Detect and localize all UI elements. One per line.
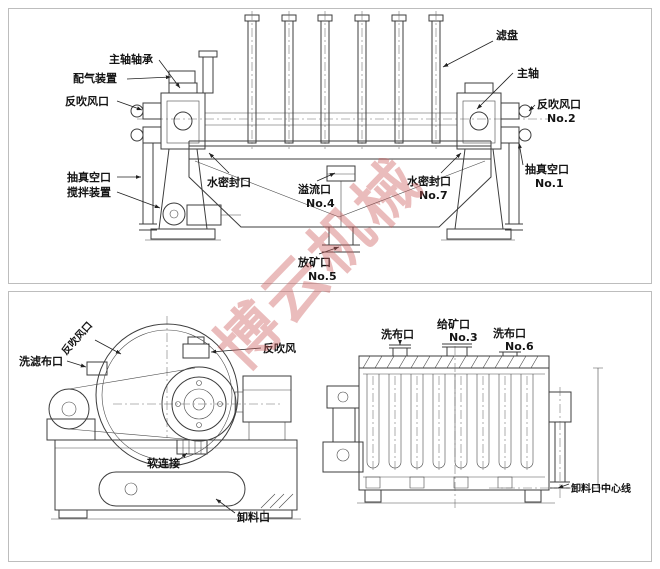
wash-port-2-stub (499, 351, 521, 356)
tank-shell (358, 355, 550, 491)
label-water-seal-right-no: No.7 (419, 189, 448, 202)
drive-motor (234, 375, 292, 440)
label-cloth-wash-port: 洗滤布口 (19, 354, 63, 368)
label-feed-port: 给矿口 (437, 317, 470, 331)
supports (357, 489, 555, 504)
shaft-hub (161, 366, 237, 442)
top-stubs (389, 343, 521, 356)
right-bearing-assembly (441, 82, 515, 241)
leader-vacuum-right (517, 142, 524, 166)
filter-disc-stack (244, 11, 444, 149)
left-port-fittings (130, 102, 162, 231)
cloth-wash-fitting (86, 361, 108, 376)
bottom-views-drawing: 洗滤布口 反吹风 软连接 卸料口 反吹风口 (19, 316, 631, 524)
label-diagonal-note: 反吹风口 (59, 319, 95, 357)
side-section-view: 洗布口 给矿口 No.3 洗布口 No.6 卸料口中心线 (322, 317, 631, 510)
top-view-drawing: 滤盘 主轴轴承 配气装置 主轴 反吹风口 反吹风口 No.2 水密封口 溢流口 … (65, 11, 581, 283)
label-overflow: 溢流口 (298, 182, 331, 196)
label-vacuum-right-no: No.1 (535, 177, 564, 190)
end-view: 洗滤布口 反吹风 软连接 卸料口 反吹风口 (19, 316, 301, 524)
leader-diagonal-note (94, 339, 122, 355)
label-feed-port-no: No.3 (449, 331, 478, 344)
ore-discharge-outlet (322, 226, 360, 253)
label-ore-discharge: 放矿口 (297, 255, 331, 269)
vacuum-port-left-flange (130, 128, 144, 142)
leader-overflow (316, 172, 336, 182)
label-wash-port-2-no: No.6 (505, 340, 534, 353)
leader-filter-disc (442, 40, 494, 68)
label-gas-distribution: 配气装置 (73, 71, 117, 85)
label-filter-disc: 滤盘 (496, 28, 518, 42)
overflow-weir (326, 165, 356, 182)
leader-blowback-left (116, 100, 143, 111)
label-ore-discharge-no: No.5 (308, 270, 337, 283)
discharge-slot (98, 471, 246, 507)
gas-distribution-device (168, 50, 218, 94)
label-water-seal-right: 水密封口 (407, 174, 451, 188)
leader-flexible-joint (178, 452, 188, 461)
label-main-shaft-bearing: 主轴轴承 (109, 52, 154, 66)
leader-gas-distribution (126, 75, 172, 80)
label-main-shaft: 主轴 (517, 66, 539, 80)
side-view-leaders (398, 339, 570, 489)
label-blowback-air: 反吹风 (263, 341, 296, 355)
feed-port-stub (442, 343, 472, 356)
label-agitator: 搅拌装置 (67, 185, 111, 199)
end-view-leaders (66, 339, 262, 514)
label-vacuum-left: 抽真空口 (67, 170, 111, 184)
label-overflow-no: No.4 (306, 197, 335, 210)
label-blowback-left: 反吹风口 (65, 94, 109, 108)
label-water-seal-left: 水密封口 (207, 175, 251, 189)
leader-ore-discharge (318, 246, 340, 255)
flexible-joint-bellows (176, 439, 208, 455)
dimension-line (593, 367, 603, 489)
leader-agitator (116, 191, 161, 209)
end-view-tank (51, 439, 301, 520)
leader-discharge-centerline (557, 483, 570, 489)
right-port-and-pipe (548, 387, 572, 498)
label-vacuum-right: 抽真空口 (525, 162, 569, 176)
wash-port-1-stub (389, 344, 411, 356)
leader-blowback-right (528, 104, 536, 112)
left-end-assembly (322, 385, 364, 473)
agitator-drive (162, 202, 241, 226)
label-wash-port-2: 洗布口 (493, 326, 526, 340)
leader-main-shaft-bearing (158, 59, 181, 89)
vacuum-port-no1-flange (518, 128, 532, 142)
label-discharge-centerline: 卸料口中心线 (571, 482, 631, 495)
blowback-port-left-flange (130, 104, 144, 118)
leader-water-seal-right (440, 152, 462, 174)
left-bearing-assembly (145, 82, 221, 241)
label-blowback-right: 反吹风口 (537, 97, 581, 111)
label-wash-port-1: 洗布口 (381, 327, 414, 341)
label-flexible-joint: 软连接 (147, 456, 180, 470)
right-port-fittings (500, 102, 532, 231)
leader-cloth-wash-port (66, 360, 87, 368)
label-discharge-port: 卸料口 (237, 510, 270, 524)
main-shaft (137, 112, 549, 126)
leader-blowback-air (210, 347, 262, 354)
blowback-port-no2-flange (518, 104, 532, 118)
bottom-views-panel: 洗滤布口 反吹风 软连接 卸料口 反吹风口 (8, 291, 652, 562)
leader-discharge-port (215, 498, 236, 514)
leader-water-seal-left (208, 152, 230, 174)
filter-sector-tubes (363, 374, 545, 489)
leader-main-shaft (476, 72, 514, 110)
blowback-top-fitting (182, 336, 210, 359)
top-view-panel: 滤盘 主轴轴承 配气装置 主轴 反吹风口 反吹风口 No.2 水密封口 溢流口 … (8, 8, 652, 284)
label-blowback-right-no: No.2 (547, 112, 576, 125)
leader-lines (116, 40, 536, 255)
